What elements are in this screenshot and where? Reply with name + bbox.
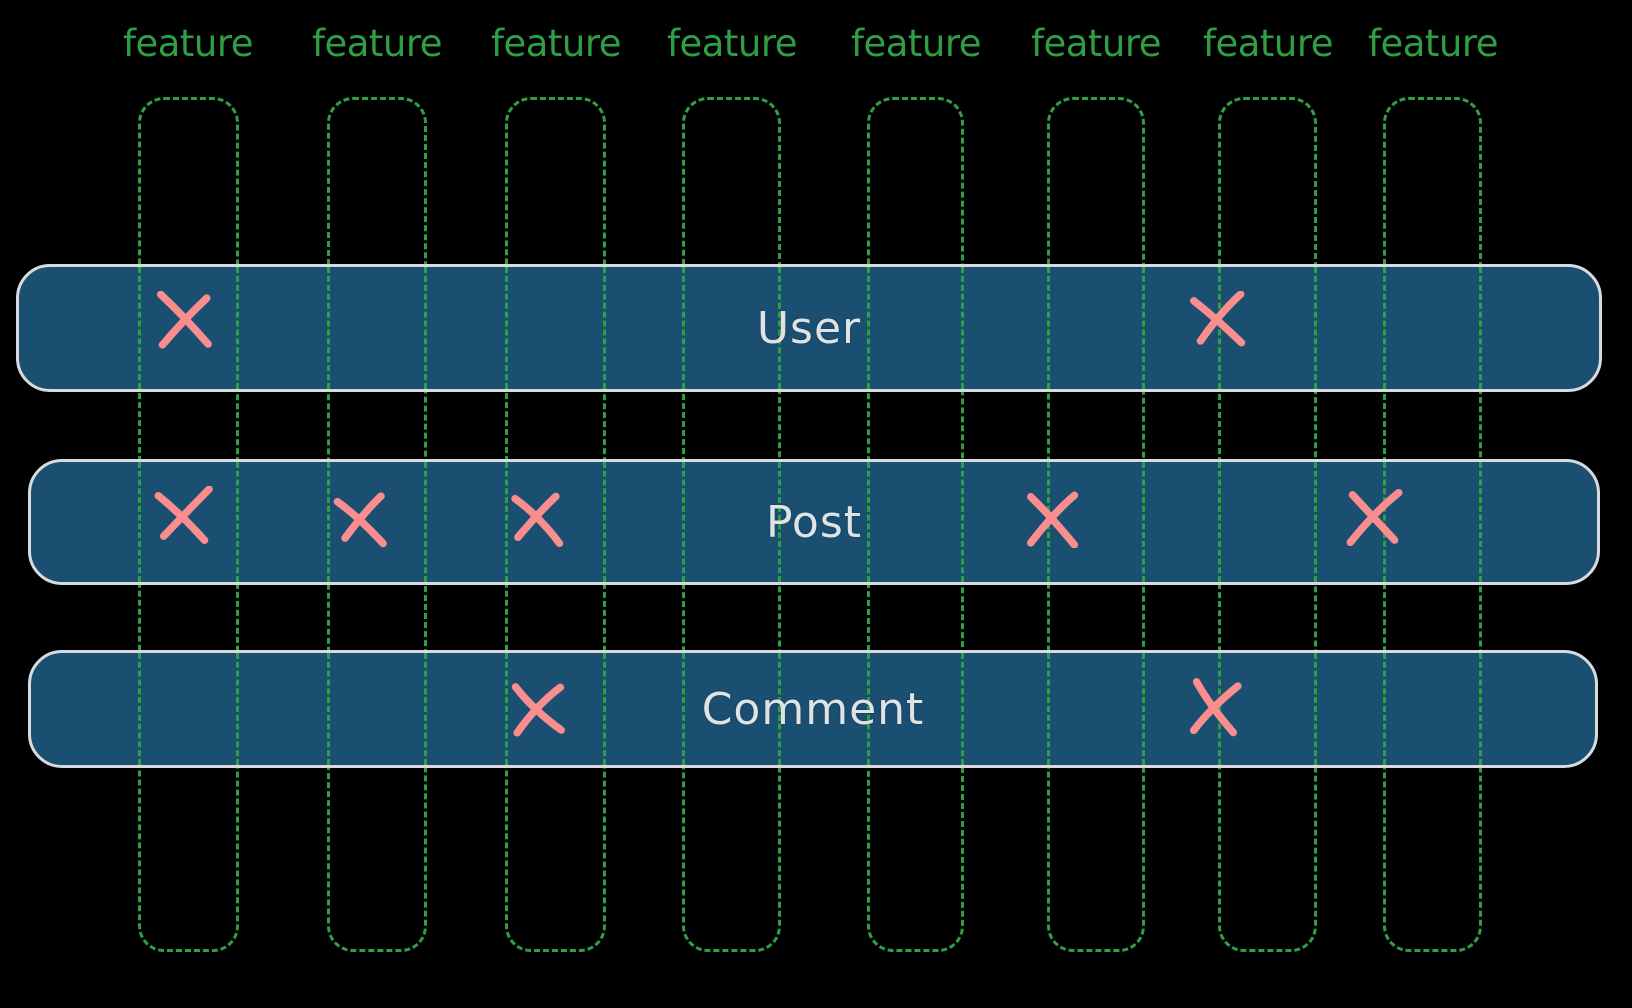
entity-label-comment: Comment (701, 683, 925, 735)
x-mark-comment-feature-3 (509, 676, 571, 738)
entity-label-post: Post (765, 496, 863, 548)
feature-column-label-6: feature (1030, 22, 1162, 65)
feature-column-label-5: feature (850, 22, 982, 65)
feature-column-label-3: feature (490, 22, 622, 65)
x-mark-post-feature-6 (1023, 486, 1085, 548)
x-mark-user-feature-1 (153, 291, 215, 353)
entity-bar-post[interactable]: Post (28, 459, 1600, 585)
x-mark-post-feature-2 (332, 489, 394, 551)
feature-column-label-4: feature (666, 22, 798, 65)
x-mark-post-feature-8 (1346, 484, 1408, 546)
entity-label-user: User (756, 302, 862, 354)
feature-column-label-2: feature (311, 22, 443, 65)
feature-column-label-7: feature (1202, 22, 1334, 65)
x-mark-comment-feature-7 (1185, 676, 1247, 738)
x-mark-post-feature-1 (152, 486, 214, 548)
x-mark-user-feature-7 (1187, 291, 1249, 353)
x-mark-post-feature-3 (507, 488, 569, 550)
entity-bar-user[interactable]: User (16, 264, 1602, 392)
feature-column-label-8: feature (1367, 22, 1499, 65)
feature-column-label-1: feature (122, 22, 254, 65)
entity-bar-comment[interactable]: Comment (28, 650, 1598, 768)
